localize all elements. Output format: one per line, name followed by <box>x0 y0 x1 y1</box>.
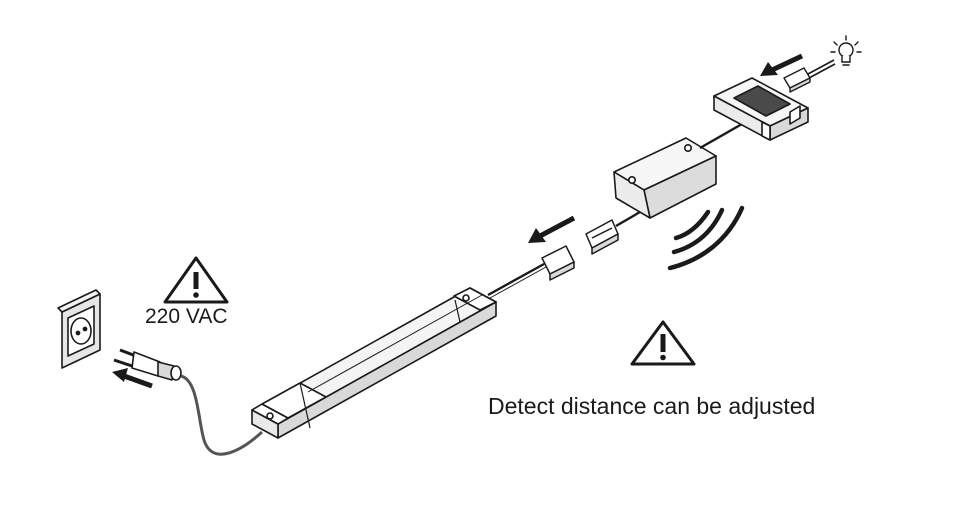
driver-connector <box>541 245 575 281</box>
wall-socket-icon <box>57 289 101 369</box>
led-driver-unit <box>251 287 497 439</box>
plug-direction-arrow-icon <box>112 368 153 389</box>
hub-direction-arrow-icon <box>760 53 804 76</box>
power-cable <box>180 374 264 456</box>
sensor-waves-icon <box>667 205 745 271</box>
light-bulb-icon <box>830 35 862 66</box>
sensor-to-hub-cable <box>699 122 743 150</box>
motion-sensor-box <box>613 137 717 219</box>
light-connector <box>783 67 811 93</box>
warning-triangle-icon <box>630 320 696 366</box>
warning-triangle-icon <box>163 256 229 304</box>
sensor-connector <box>585 219 619 255</box>
detect-distance-note: Detect distance can be adjusted <box>488 393 816 419</box>
driver-output-cable <box>487 262 545 297</box>
voltage-label: 220 VAC <box>145 305 228 328</box>
distribution-box <box>713 77 809 141</box>
connector-direction-arrow-icon <box>528 215 576 243</box>
power-plug-icon <box>113 348 182 381</box>
